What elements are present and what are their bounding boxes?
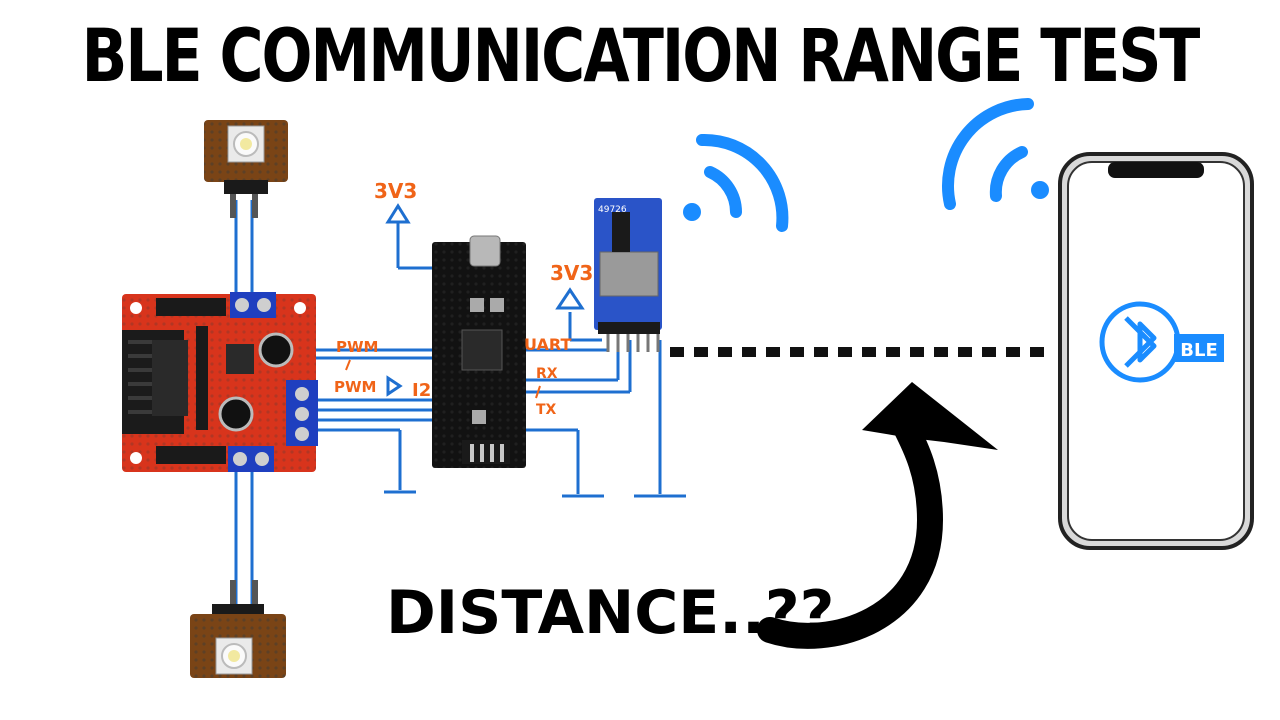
i2c-label: I2 [412,380,431,401]
uart-label: UART [524,335,571,354]
led-bottom [190,580,286,678]
power-symbol [385,203,585,397]
pwm-label-1: PWM [336,338,378,356]
rx-label: RX [536,366,558,382]
wifi-signal-icon [942,98,1049,210]
curved-arrow-icon [757,382,998,649]
ble-badge: BLE [1180,340,1218,361]
page-title: BLE COMMUNICATION RANGE TEST [81,14,1201,100]
annotations: 3V3 3V3 PWM PWM I2 UART RX TX [334,179,593,418]
pwm-label-2: PWM [334,378,376,396]
ground-symbol-icon [384,490,686,498]
microcontroller-board [432,235,526,468]
led-top [204,120,288,218]
wiring [234,200,662,610]
ble-module-board: 49726 [594,198,662,352]
power-label-1: 3V3 [374,179,417,203]
motor-driver-board [122,292,318,472]
distance-label: DISTANCE..?? [386,578,835,648]
tx-label: TX [536,402,557,418]
module-code: 49726 [598,205,627,215]
smartphone-icon: BLE [1058,152,1254,550]
wifi-signal-icon [683,133,789,232]
power-label-2: 3V3 [550,261,593,285]
